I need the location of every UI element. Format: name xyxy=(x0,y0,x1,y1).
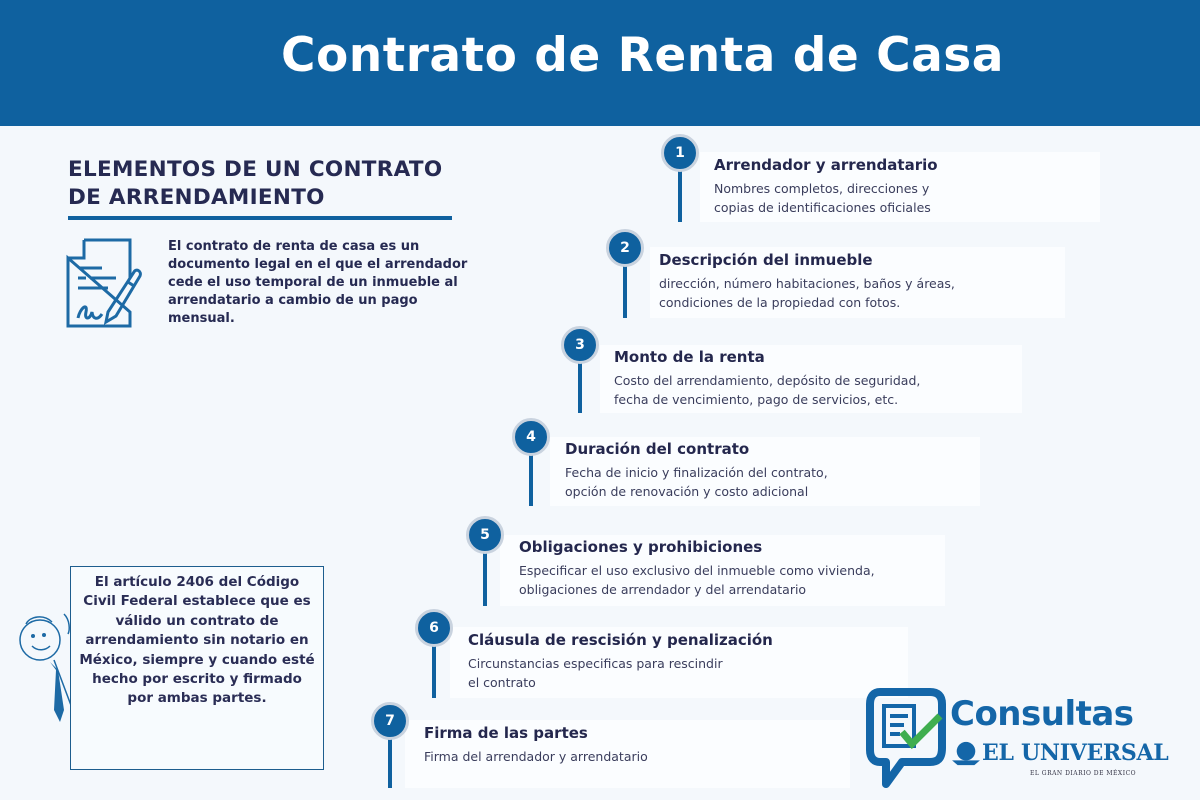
page-title: Contrato de Renta de Casa xyxy=(281,28,1004,83)
step-connector-line xyxy=(529,437,533,506)
logo-brand: Consultas xyxy=(950,694,1134,734)
step-number-badge: 2 xyxy=(606,229,644,267)
section-title-line1: ELEMENTOS DE UN CONTRATO xyxy=(68,157,443,182)
step-connector-line xyxy=(432,628,436,698)
step-number-badge: 3 xyxy=(561,326,599,364)
logo-tagline: EL GRAN DIARIO DE MÉXICO xyxy=(1030,770,1137,777)
step-description: Firma del arrendador y arrendatario xyxy=(424,749,648,764)
signed-document-icon xyxy=(66,238,142,328)
step-description: Circunstancias especificas para rescindi… xyxy=(468,656,723,690)
legal-note-box: El artículo 2406 del Código Civil Federa… xyxy=(70,566,324,770)
step-card xyxy=(405,720,850,788)
pointing-man-illustration xyxy=(19,613,94,722)
step-title: Cláusula de rescisión y penalización xyxy=(468,631,773,649)
intro-text: El contrato de renta de casa es un docum… xyxy=(168,239,468,326)
step-number-badge: 5 xyxy=(466,516,504,554)
step-card xyxy=(700,152,1100,222)
step-number-badge: 1 xyxy=(661,134,699,172)
step-connector-line xyxy=(678,153,682,222)
section-divider xyxy=(68,216,452,220)
step-connector-line xyxy=(578,345,582,413)
step-number-badge: 6 xyxy=(415,609,453,647)
step-description: Costo del arrendamiento, depósito de seg… xyxy=(614,373,921,407)
step-title: Duración del contrato xyxy=(565,440,750,458)
logo-publisher: EL UNIVERSAL xyxy=(982,740,1169,766)
step-connector-line xyxy=(388,721,392,788)
legal-note-text: El artículo 2406 del Código Civil Federa… xyxy=(79,574,315,707)
step-description: Especificar el uso exclusivo del inmuebl… xyxy=(519,563,875,597)
step-card xyxy=(550,437,980,506)
step-card xyxy=(450,627,908,698)
consultas-logo-icon xyxy=(866,688,946,788)
step-description: Nombres completos, direcciones y copias … xyxy=(714,181,931,215)
step-number-badge: 4 xyxy=(512,418,550,456)
step-connector-line xyxy=(623,248,627,318)
step-title: Descripción del inmueble xyxy=(659,251,873,269)
globe-eagle-icon xyxy=(952,741,980,766)
step-connector-line xyxy=(483,535,487,606)
step-number-badge: 7 xyxy=(371,702,409,740)
step-description: dirección, número habitaciones, baños y … xyxy=(659,276,955,310)
step-card xyxy=(650,247,1065,318)
step-title: Monto de la renta xyxy=(614,348,765,366)
step-title: Firma de las partes xyxy=(424,724,588,742)
step-card xyxy=(600,345,1022,413)
step-description: Fecha de inicio y finalización del contr… xyxy=(565,465,828,499)
step-card xyxy=(500,535,945,606)
step-title: Obligaciones y prohibiciones xyxy=(519,538,763,556)
section-title-line2: DE ARRENDAMIENTO xyxy=(68,185,325,210)
step-title: Arrendador y arrendatario xyxy=(714,156,938,174)
section-title: ELEMENTOS DE UN CONTRATO DE ARRENDAMIENT… xyxy=(68,156,442,212)
header-banner: Contrato de Renta de Casa xyxy=(0,0,1200,126)
